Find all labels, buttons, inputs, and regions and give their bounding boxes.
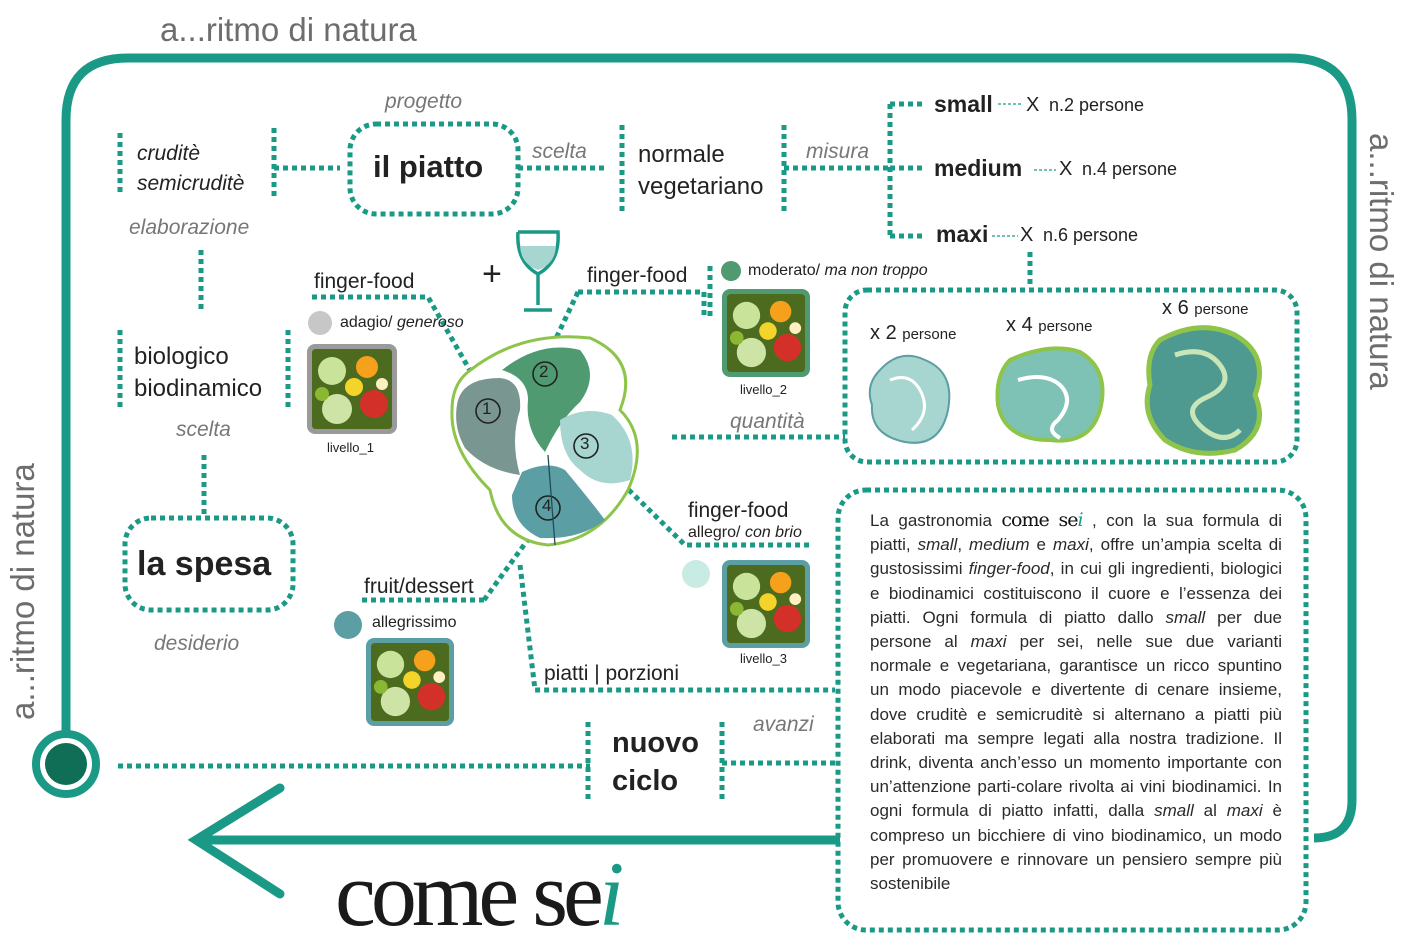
size-small: small	[934, 91, 993, 117]
size-medium-x: X	[1059, 158, 1073, 180]
description-text: La gastronomia come sei , con la sua for…	[870, 509, 1283, 894]
ff3-dot	[682, 560, 710, 588]
plate-leaves	[450, 335, 639, 547]
quantity-item-4: x 4 persone	[1006, 314, 1093, 336]
ff1-dot	[308, 311, 332, 335]
size-maxi-persons: n.6 persone	[1043, 225, 1139, 245]
leaf-number-3: 3	[580, 434, 590, 453]
dessert-tempo: allegrissimo	[372, 614, 457, 631]
quantity-item-6: x 6 persone	[1162, 297, 1249, 319]
size-medium-persons: n.4 persone	[1082, 159, 1178, 179]
raw-label: elaborazione	[129, 216, 250, 239]
frame-left-label: a...ritmo di natura	[4, 463, 41, 720]
size-small-x: X	[1026, 94, 1040, 116]
raw-line2: semicruditè	[137, 172, 245, 195]
dessert-dot	[334, 611, 362, 639]
leaf-1	[456, 378, 521, 475]
ff1-title: finger-food	[314, 270, 415, 293]
ff2-dot	[721, 261, 741, 281]
cycle-line1: nuovo	[612, 727, 699, 759]
wine-glass-icon	[516, 230, 560, 312]
plate-title: il piatto	[373, 149, 484, 184]
description-box	[835, 487, 1309, 933]
ff3-tempo: allegro/ con brio	[688, 524, 802, 541]
ff1-level: livello_1	[327, 440, 374, 455]
leaf-2	[502, 347, 590, 452]
ff2-food-image	[722, 289, 810, 377]
leaf-number-2: 2	[539, 362, 549, 381]
ff1-food-image	[307, 344, 397, 434]
frame-top-label: a...ritmo di natura	[160, 11, 417, 48]
type-line2: vegetariano	[638, 173, 764, 200]
quantity-label: quantità	[730, 410, 805, 433]
portions-label: piatti | porzioni	[544, 662, 680, 685]
dessert-food-image	[366, 638, 454, 726]
cycle-label: avanzi	[753, 713, 814, 736]
ff2-title: finger-food	[587, 264, 688, 287]
raw-line1: cruditè	[137, 142, 201, 165]
shopping-label: desiderio	[154, 632, 240, 655]
plus-sign: +	[482, 255, 502, 293]
quantity-box	[842, 287, 1300, 465]
ff2-level: livello_2	[740, 382, 787, 397]
size-small-persons: n.2 persone	[1049, 95, 1145, 115]
ff1-tempo: adagio/ generoso	[340, 314, 464, 331]
dessert-title: fruit/dessert	[364, 575, 474, 598]
cycle-frame	[61, 53, 1357, 843]
type-label: misura	[806, 140, 870, 163]
size-maxi-x: X	[1020, 224, 1034, 246]
choice1-label: scelta	[532, 140, 587, 163]
ff3-food-image	[722, 560, 810, 648]
return-arrow-head	[187, 783, 285, 899]
type-line1: normale	[638, 141, 725, 168]
frame-right-label: a...ritmo di natura	[1363, 133, 1400, 390]
origin-label: scelta	[176, 418, 231, 441]
come-sei-logo: come sei	[335, 843, 624, 943]
size-maxi: maxi	[936, 221, 989, 247]
cycle-line2: ciclo	[612, 765, 679, 797]
shopping-box	[122, 515, 296, 613]
origin-line2: biodinamico	[134, 375, 263, 402]
plate-label-top: progetto	[385, 90, 463, 113]
origin-line1: biologico	[134, 343, 229, 370]
ff3-title: finger-food	[688, 499, 789, 522]
ff3-level: livello_3	[740, 651, 787, 666]
leaf-number-1: 1	[482, 399, 492, 418]
quantity-item-2: x 2 persone	[870, 322, 957, 344]
size-medium: medium	[934, 155, 1023, 181]
leaf-number-4: 4	[542, 496, 552, 515]
ff2-tempo: moderato/ ma non troppo	[748, 262, 928, 279]
leaf-3	[560, 411, 633, 484]
shopping-title: la spesa	[137, 545, 272, 583]
quantity-shapes	[868, 325, 1262, 456]
